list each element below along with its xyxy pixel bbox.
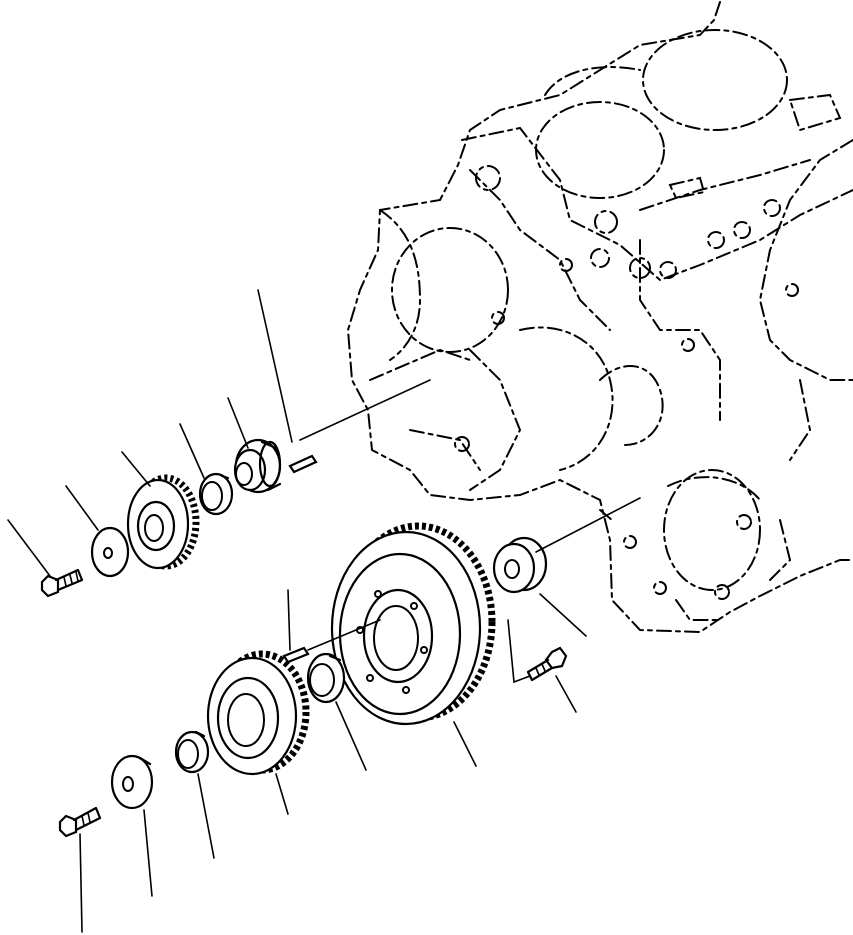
crank-gear: [330, 522, 496, 726]
leader-line: [7, 519, 51, 577]
leader-line: [335, 701, 367, 771]
idler-shaft: [233, 438, 282, 494]
engine-block: [346, 1, 853, 634]
leader-lines: [7, 289, 587, 933]
dowel-pin-upper: [288, 454, 318, 474]
idler-bushing-lower: [174, 730, 210, 774]
leader-line: [79, 833, 83, 933]
leader-line: [121, 451, 151, 487]
center-lines: [299, 379, 641, 684]
leader-line: [257, 289, 293, 443]
bolt-upper: [40, 568, 84, 598]
crank-bushing: [306, 652, 346, 704]
idler-gear-lower: [206, 650, 310, 776]
leader-line: [143, 809, 153, 897]
dowel-pin-lower: [282, 646, 310, 664]
bolt-lower: [58, 806, 102, 838]
leader-line: [275, 773, 289, 815]
leader-line: [197, 773, 215, 859]
bolt-right: [526, 646, 568, 682]
leader-line: [179, 423, 205, 479]
seal-washer: [492, 536, 548, 594]
leader-line: [555, 675, 577, 713]
leader-line: [227, 397, 249, 449]
leader-line: [287, 589, 291, 651]
thrust-washer-upper: [90, 526, 130, 578]
leader-line: [539, 593, 587, 637]
thrust-washer-lower: [110, 754, 154, 810]
idler-bushing-upper: [198, 472, 234, 516]
idler-gear-upper: [126, 474, 200, 570]
leader-line: [65, 485, 99, 531]
leader-line: [453, 721, 477, 767]
